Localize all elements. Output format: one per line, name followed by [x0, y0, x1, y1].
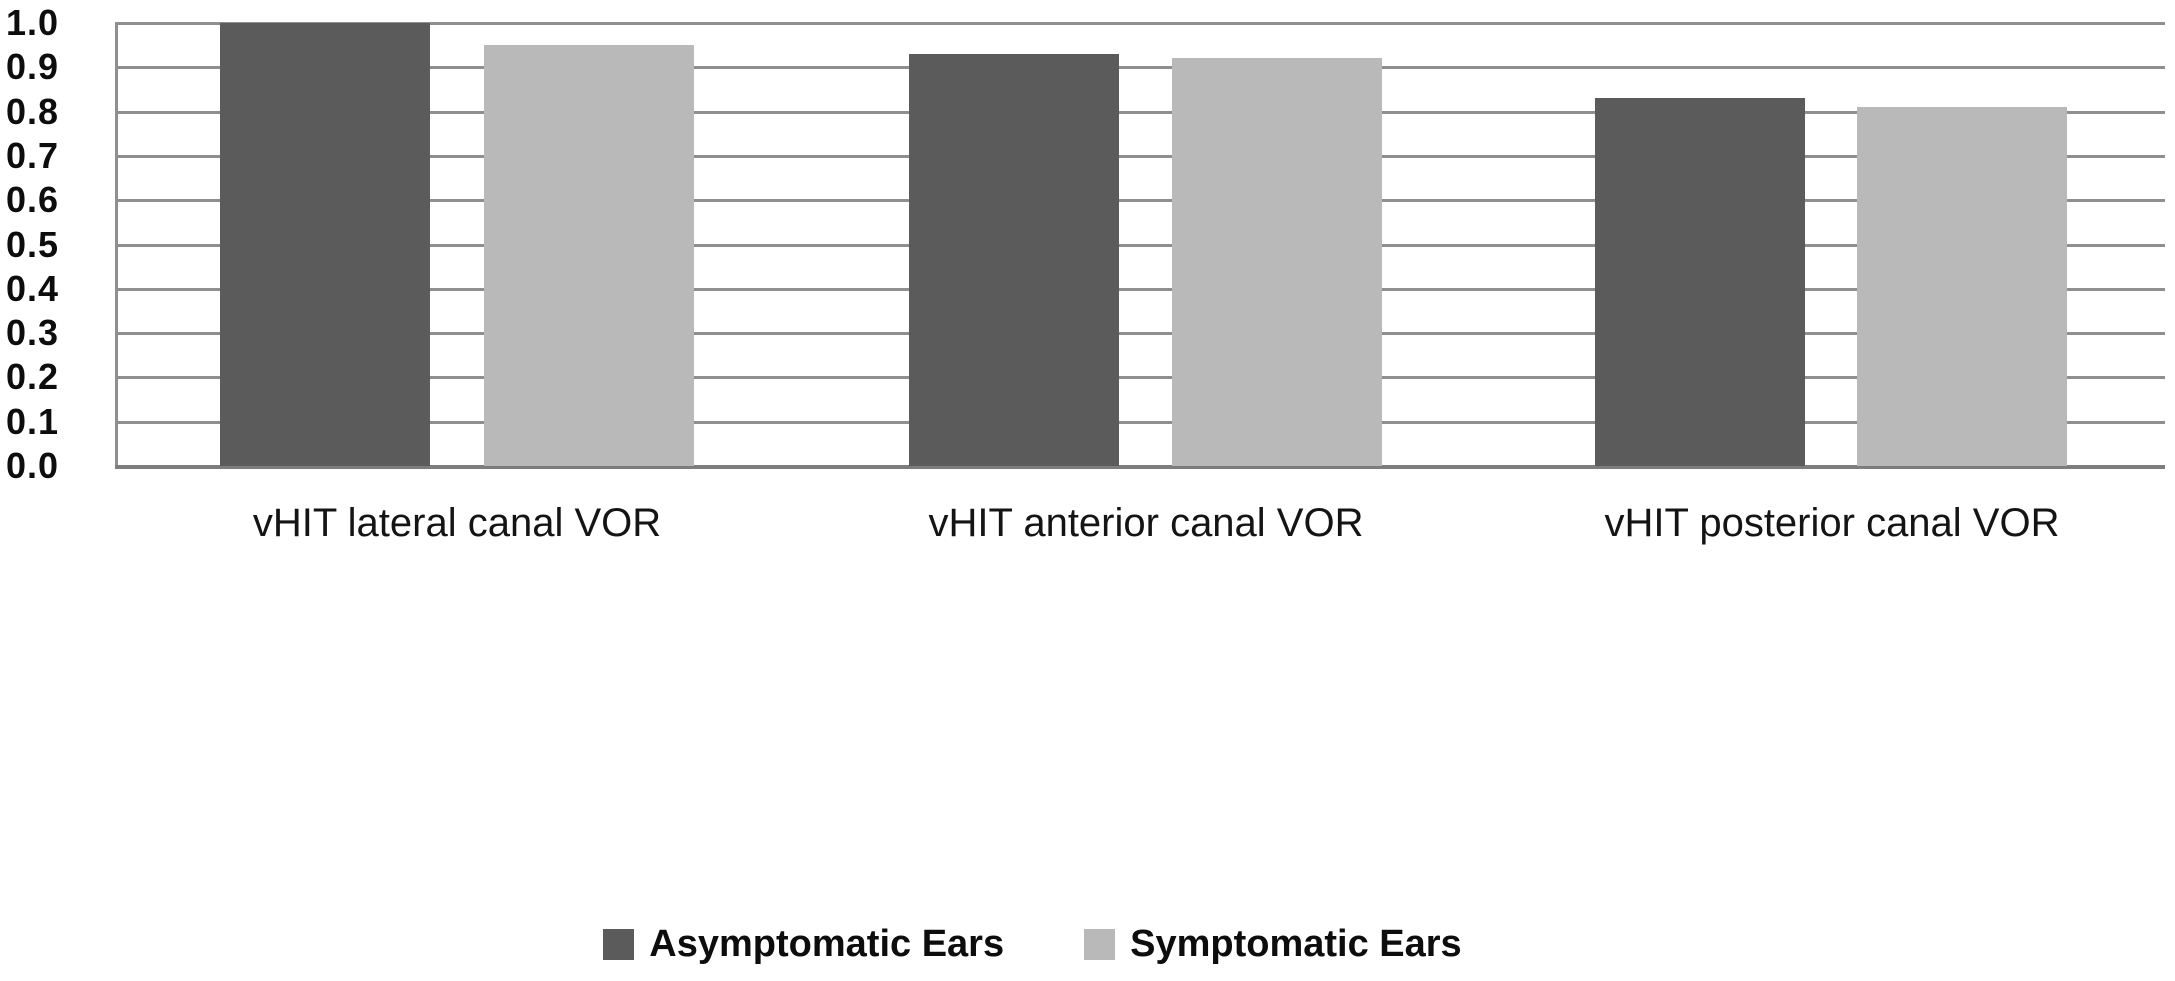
- x-category-label-2: vHIT anterior canal VOR: [928, 501, 1364, 545]
- bar-symptomatic-ears-1: [484, 45, 694, 466]
- x-category-label-1: vHIT lateral canal VOR: [252, 501, 662, 545]
- gridline-1.0: [115, 22, 2165, 25]
- bar-asymptomatic-ears-2: [909, 54, 1119, 466]
- gridline-0.7: [115, 154, 2165, 158]
- y-tick-label-0.8: 0.8: [6, 90, 60, 132]
- y-tick-label-0.6: 0.6: [6, 179, 60, 221]
- bar-asymptomatic-ears-1: [220, 23, 430, 466]
- y-tick-label-0.3: 0.3: [6, 312, 60, 354]
- legend-item-asymptomatic-ears: Asymptomatic Ears: [603, 923, 1004, 966]
- y-tick-label-0.5: 0.5: [6, 223, 60, 265]
- y-tick-label-0.1: 0.1: [6, 400, 60, 442]
- gridline-0.4: [115, 287, 2165, 291]
- gridline-0.9: [115, 66, 2165, 70]
- gridline-0.1: [115, 420, 2165, 424]
- y-tick-label-0.0: 0.0: [6, 445, 60, 486]
- legend-label: Symptomatic Ears: [1130, 922, 1462, 965]
- gridline-0.0: [115, 465, 2165, 469]
- y-tick-label-0.4: 0.4: [6, 267, 60, 309]
- gridline-0.6: [115, 199, 2165, 203]
- bar-asymptomatic-ears-3: [1595, 98, 1805, 466]
- bar-symptomatic-ears-2: [1172, 58, 1382, 466]
- plot-area: [115, 22, 2165, 469]
- legend-item-symptomatic-ears: Symptomatic Ears: [1084, 923, 1462, 966]
- y-tick-label-0.9: 0.9: [6, 46, 60, 88]
- y-tick-label-0.7: 0.7: [6, 134, 60, 176]
- gridline-0.5: [115, 243, 2165, 247]
- gridline-0.2: [115, 376, 2165, 380]
- x-category-label-3: vHIT posterior canal VOR: [1604, 501, 2060, 545]
- gridline-0.3: [115, 332, 2165, 336]
- y-tick-label-1.0: 1.0: [6, 2, 60, 43]
- legend: Asymptomatic Ears Symptomatic Ears: [0, 913, 2120, 975]
- gridline-0.8: [115, 110, 2165, 114]
- legend-swatch-icon: [603, 928, 635, 960]
- y-tick-label-0.2: 0.2: [6, 356, 60, 398]
- legend-swatch-icon: [1084, 928, 1116, 960]
- bar-symptomatic-ears-3: [1857, 107, 2067, 466]
- legend-label: Asymptomatic Ears: [649, 922, 1005, 965]
